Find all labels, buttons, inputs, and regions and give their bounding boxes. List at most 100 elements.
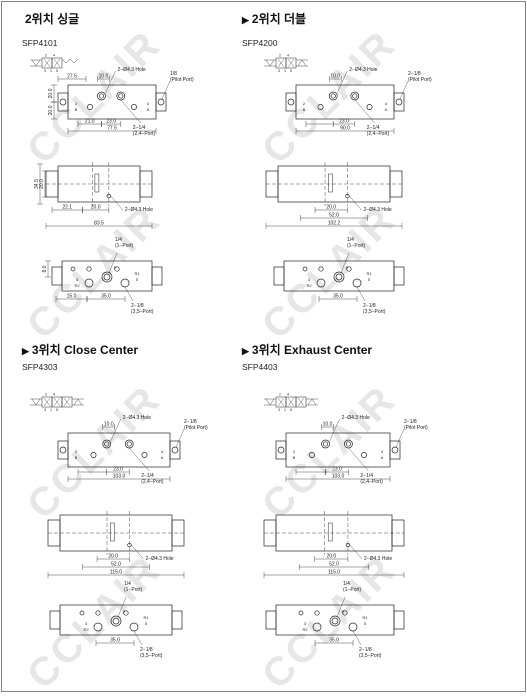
port-callout: (3,5−Port) (131, 309, 154, 315)
port-callout: (2,4−Port) (360, 479, 383, 485)
symbol-spring (31, 59, 41, 67)
port-1-bore (335, 273, 343, 281)
port-number: 1 (50, 408, 52, 412)
end-cap (393, 92, 405, 112)
valve-body-bottom (59, 604, 173, 636)
port-number: 3 (278, 408, 280, 412)
port-number: R2 (302, 627, 308, 632)
drawing-title: ▶2위치 더블 (242, 12, 307, 26)
port-callout: (2,4−Port) (367, 131, 390, 137)
pilot-port (59, 446, 67, 454)
port-callout: 2−1/8 (363, 303, 376, 309)
mounting-hole (95, 610, 101, 616)
port-callout: 2−1/8 (131, 303, 144, 309)
leader-line (340, 252, 350, 274)
model-number: SFP4403 (242, 362, 278, 372)
port-number: A (161, 455, 164, 460)
port-callout: (2,4−Port) (133, 131, 156, 137)
port-callout: 2−1/4 (141, 473, 154, 479)
port-callout: 2−1/4 (360, 473, 373, 479)
mounting-hole (131, 104, 137, 110)
symbol-arrow (63, 397, 71, 407)
port-2-bore (352, 93, 358, 99)
port-callout: 2−1/4 (367, 125, 380, 131)
dimension-label: 115.0 (328, 570, 340, 576)
pilot-port (277, 446, 285, 454)
port-number: 5 (56, 408, 58, 412)
end-cap (155, 92, 167, 112)
symbol-box (285, 57, 297, 69)
dimension-label: 102.2 (328, 221, 341, 227)
port-number: 1 (50, 69, 52, 73)
port-5 (120, 278, 130, 288)
title-marker: ▶ (242, 15, 249, 25)
mounting-hole (302, 266, 308, 272)
port-callout: 1/4 (343, 581, 350, 587)
port-2 (116, 91, 126, 101)
port-4 (102, 439, 112, 449)
port-number: B (75, 107, 78, 112)
end-cap (273, 266, 285, 286)
dimension-label: 83.5 (94, 221, 104, 227)
port-number: 4 (381, 449, 384, 454)
mounting-hole (123, 610, 129, 616)
leader-line (110, 418, 121, 442)
port-number: P (114, 265, 117, 270)
leader-line (110, 195, 123, 211)
port-number: 1 (284, 408, 286, 412)
port-4 (321, 439, 330, 449)
hole-callout: 2−Ø4.3 Hole (364, 556, 392, 562)
dimension-label: 35.0 (333, 294, 343, 300)
mounting-hole (345, 542, 351, 548)
dimension-label: 22.1 (62, 205, 72, 211)
port-number: B (303, 107, 306, 112)
dimension-label: 23.0 (332, 467, 342, 473)
port-2-bore (126, 441, 132, 447)
port-2 (124, 439, 134, 449)
pilot-port (395, 98, 403, 106)
symbol-arrow (287, 397, 295, 407)
port-number: 3 (76, 277, 79, 282)
port-number: 3 (44, 69, 46, 73)
port-number: 5 (368, 277, 371, 282)
port-number: A (385, 107, 388, 112)
leader-line (337, 70, 348, 94)
port-5 (352, 278, 362, 288)
symbol-spring (265, 59, 275, 67)
valve-body (295, 84, 395, 120)
pilot-callout: 2−1/8 (404, 419, 417, 425)
symbol-spring (31, 398, 41, 406)
dimension-label: 10.0 (330, 74, 340, 80)
port-number: R1 (143, 615, 149, 620)
port-number: 2 (279, 393, 281, 397)
symbol-arrow (53, 397, 61, 407)
mounting-hole (127, 542, 132, 548)
mounting-hole (309, 452, 315, 458)
mounting-hole (345, 193, 350, 199)
mounting-hole (86, 266, 92, 272)
port-callout: 1/4 (115, 237, 122, 243)
leader-line (399, 80, 409, 100)
mounting-hole (298, 610, 304, 616)
pilot-callout: (Pilot Port) (170, 77, 194, 83)
pilot-callout: (Pilot Port) (184, 425, 208, 431)
end-cap (393, 610, 405, 630)
port-number: P (346, 265, 349, 270)
port-1-bore (331, 617, 339, 625)
end-cap (57, 440, 69, 460)
dimension-label: 20.0 (326, 205, 336, 211)
symbol-spring (73, 398, 83, 406)
port-number: R1 (134, 271, 140, 276)
drawing-title: ▶3위치 Close Center (22, 343, 139, 357)
leader-line (395, 428, 405, 448)
port-number: 4 (161, 449, 164, 454)
mounting-hole (90, 452, 97, 458)
leader-line (175, 428, 185, 448)
dimension-label: 10.0 (99, 74, 109, 80)
port-number: A (381, 455, 384, 460)
port-number: 3 (308, 277, 311, 282)
port-callout: 2−1/8 (359, 647, 372, 653)
